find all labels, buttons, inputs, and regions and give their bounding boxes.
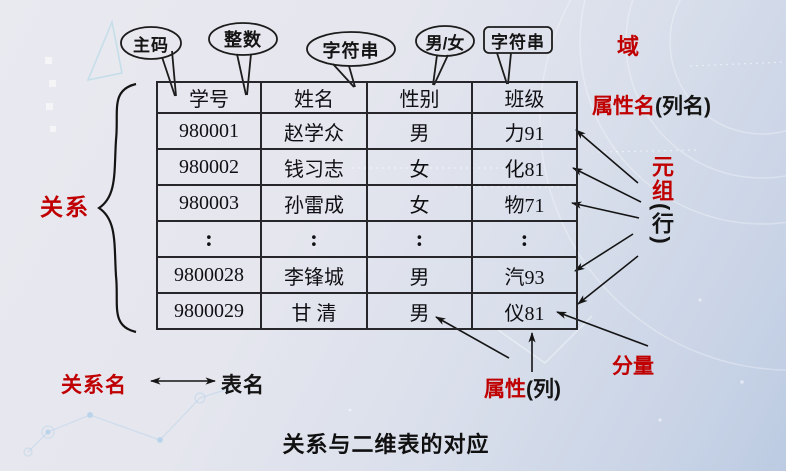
- table-cell: 男: [366, 292, 473, 330]
- attribute-red-text: 属性: [484, 378, 526, 401]
- table-cell: 孙雷成: [260, 184, 368, 222]
- callout-integer-label: 整数: [224, 30, 262, 50]
- header-cell: 班级: [471, 81, 578, 114]
- table-cell: 980001: [156, 112, 262, 150]
- header-cell: 学号: [156, 81, 262, 114]
- relation-label: 关系: [40, 194, 90, 220]
- table-cell: 980002: [156, 148, 262, 186]
- tuple-label: 元组(行): [649, 155, 674, 255]
- header-cell: 姓名: [260, 81, 368, 114]
- table-cell: 女: [366, 148, 473, 186]
- attribute-name-paren-text: (列名): [655, 95, 711, 118]
- tuple-arrows: [571, 129, 642, 305]
- table-cell: :: [260, 220, 368, 258]
- table-cell: 男: [366, 256, 473, 294]
- callout-shape-string-2: [483, 26, 553, 85]
- attribute-name-label: 属性名(列名): [592, 90, 711, 120]
- domain-label: 域: [617, 34, 640, 59]
- table-cell: :: [156, 220, 262, 258]
- table-cell: 9800028: [156, 256, 262, 294]
- student-table: 学号 姓名 性别 班级 980001 赵学众 男 力91 980002 钱习志 …: [156, 81, 578, 330]
- tuple-paren-text: (行): [649, 203, 674, 246]
- table-row: 9800029 甘 清 男 仪81: [156, 292, 578, 330]
- table-cell: 男: [366, 112, 473, 150]
- table-name-label: 表名: [221, 374, 265, 397]
- table-cell: 力91: [471, 112, 578, 150]
- square-trail-decoration: [45, 57, 56, 132]
- chevron-decoration: [497, 315, 593, 364]
- callout-string-label-1: 字符串: [322, 41, 380, 61]
- table-cell: 钱习志: [260, 148, 368, 186]
- table-cell: :: [471, 220, 578, 258]
- table-row: 980003 孙雷成 女 物71: [156, 184, 578, 222]
- sparkle-dots-decoration: [348, 298, 744, 422]
- header-cell: 性别: [366, 81, 473, 114]
- callout-primary-key-label: 主码: [133, 35, 169, 55]
- table-cell: 980003: [156, 184, 262, 222]
- table-cell: 汽93: [471, 256, 578, 294]
- table-row: 980001 赵学众 男 力91: [156, 112, 578, 150]
- relation-brace: [97, 82, 137, 334]
- table-cell: 仪81: [471, 292, 578, 330]
- table-ellipsis-row: : : : :: [156, 220, 578, 258]
- callout-string-label-2: 字符串: [491, 32, 545, 52]
- relation-name-label: 关系名: [61, 374, 127, 397]
- attribute-name-red-text: 属性名: [592, 95, 655, 118]
- table-cell: 赵学众: [260, 112, 368, 150]
- table-cell: 化81: [471, 148, 578, 186]
- callout-gender-label: 男/女: [425, 33, 465, 53]
- tuple-red-text: 元组: [649, 155, 674, 203]
- table-cell: 李锋城: [260, 256, 368, 294]
- table-cell: 甘 清: [260, 292, 368, 330]
- component-label: 分量: [612, 355, 654, 378]
- attribute-paren-text: (列): [526, 378, 561, 401]
- table-cell: 9800029: [156, 292, 262, 330]
- constellation-decoration: [23, 384, 241, 457]
- callout-shape-gender: [415, 25, 475, 86]
- slide-title: 关系与二维表的对应: [282, 432, 490, 457]
- table-row: 9800028 李锋城 男 汽93: [156, 256, 578, 294]
- table-cell: :: [366, 220, 473, 258]
- table-cell: 物71: [471, 184, 578, 222]
- table-header-row: 学号 姓名 性别 班级: [156, 81, 578, 114]
- table-row: 980002 钱习志 女 化81: [156, 148, 578, 186]
- table-cell: 女: [366, 184, 473, 222]
- attribute-label: 属性(列): [484, 373, 561, 403]
- triangle-decoration: [86, 19, 123, 82]
